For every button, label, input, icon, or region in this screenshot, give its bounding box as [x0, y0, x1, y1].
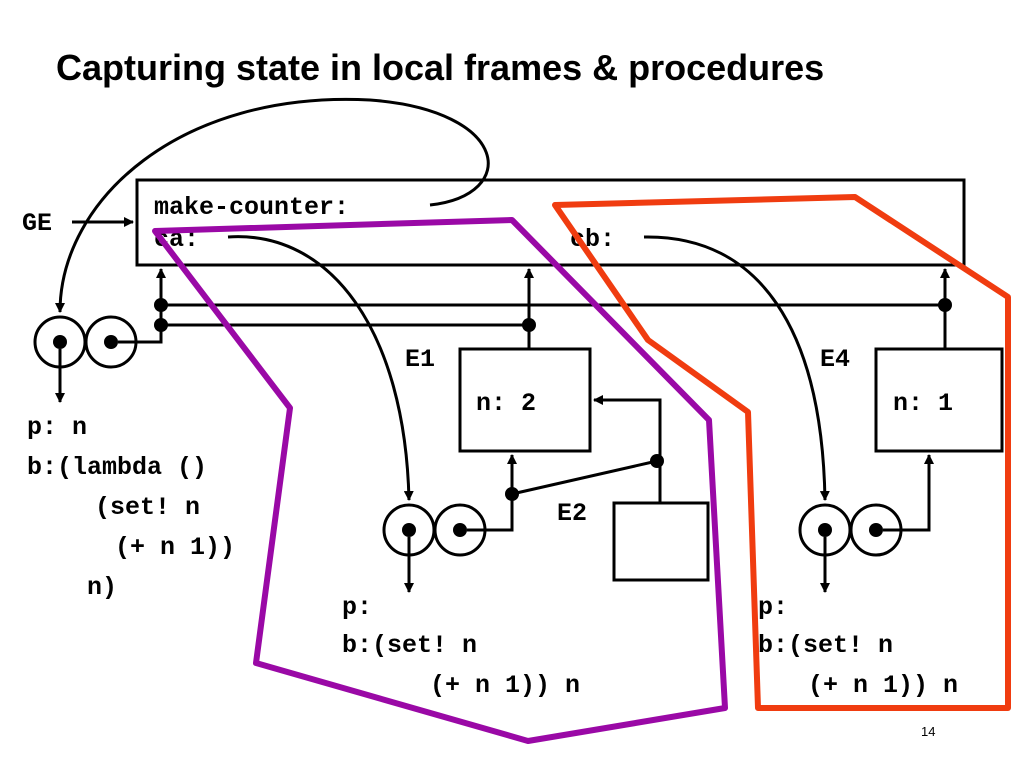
ca-env-dot	[453, 523, 467, 537]
make-counter-binding-arrow	[55, 97, 490, 313]
env-junction-dot	[505, 487, 519, 501]
make-counter-params: p: n	[27, 413, 87, 442]
ca-code-dot	[402, 523, 416, 537]
cb-env-dot	[869, 523, 883, 537]
cb-params: p:	[758, 593, 788, 622]
cb-env-arrow	[883, 454, 934, 532]
ca-binding-arrow	[227, 235, 414, 501]
make-counter-body-line1: b:(lambda ()	[27, 453, 207, 482]
e2-link-line	[511, 459, 658, 496]
global-environment-frame	[135, 178, 966, 267]
cb-state-highlight-outline	[552, 194, 1011, 711]
frame-e4-binding: n: 1	[893, 389, 953, 418]
global-env-label: GE	[22, 209, 52, 238]
make-counter-body-line2: (set! n	[95, 493, 200, 522]
frame-e1-binding: n: 2	[476, 389, 536, 418]
slide-title: Capturing state in local frames & proced…	[56, 47, 824, 88]
ca-body-line2: (+ n 1)) n	[430, 671, 580, 700]
cb-body-line1: b:(set! n	[758, 631, 893, 660]
make-counter-body-line4: n)	[87, 573, 117, 602]
make-counter-code-dot	[53, 335, 67, 349]
env-junction-dot	[154, 298, 168, 312]
frame-e2-parent-arrow	[593, 395, 662, 503]
frame-e4	[874, 347, 1004, 453]
make-counter-env-arrow	[118, 268, 166, 344]
make-counter-env-dot	[104, 335, 118, 349]
ca-env-arrow	[467, 454, 517, 532]
cb-code-dot	[818, 523, 832, 537]
global-binding-make-counter: make-counter:	[154, 193, 349, 222]
page-number: 14	[921, 724, 935, 739]
frame-e2-label: E2	[557, 499, 587, 528]
frame-e1-label: E1	[405, 345, 435, 374]
cb-body-line2: (+ n 1)) n	[808, 671, 958, 700]
frame-e4-label: E4	[820, 345, 850, 374]
ca-state-highlight-outline	[152, 217, 728, 744]
frame-e1	[458, 347, 592, 453]
frame-e2	[612, 501, 710, 582]
make-counter-body-line3: (+ n 1))	[115, 533, 235, 562]
ca-body-line1: b:(set! n	[342, 631, 477, 660]
cb-binding-arrow	[643, 235, 830, 501]
ca-params: p:	[342, 593, 372, 622]
env-junction-dot	[154, 318, 168, 332]
